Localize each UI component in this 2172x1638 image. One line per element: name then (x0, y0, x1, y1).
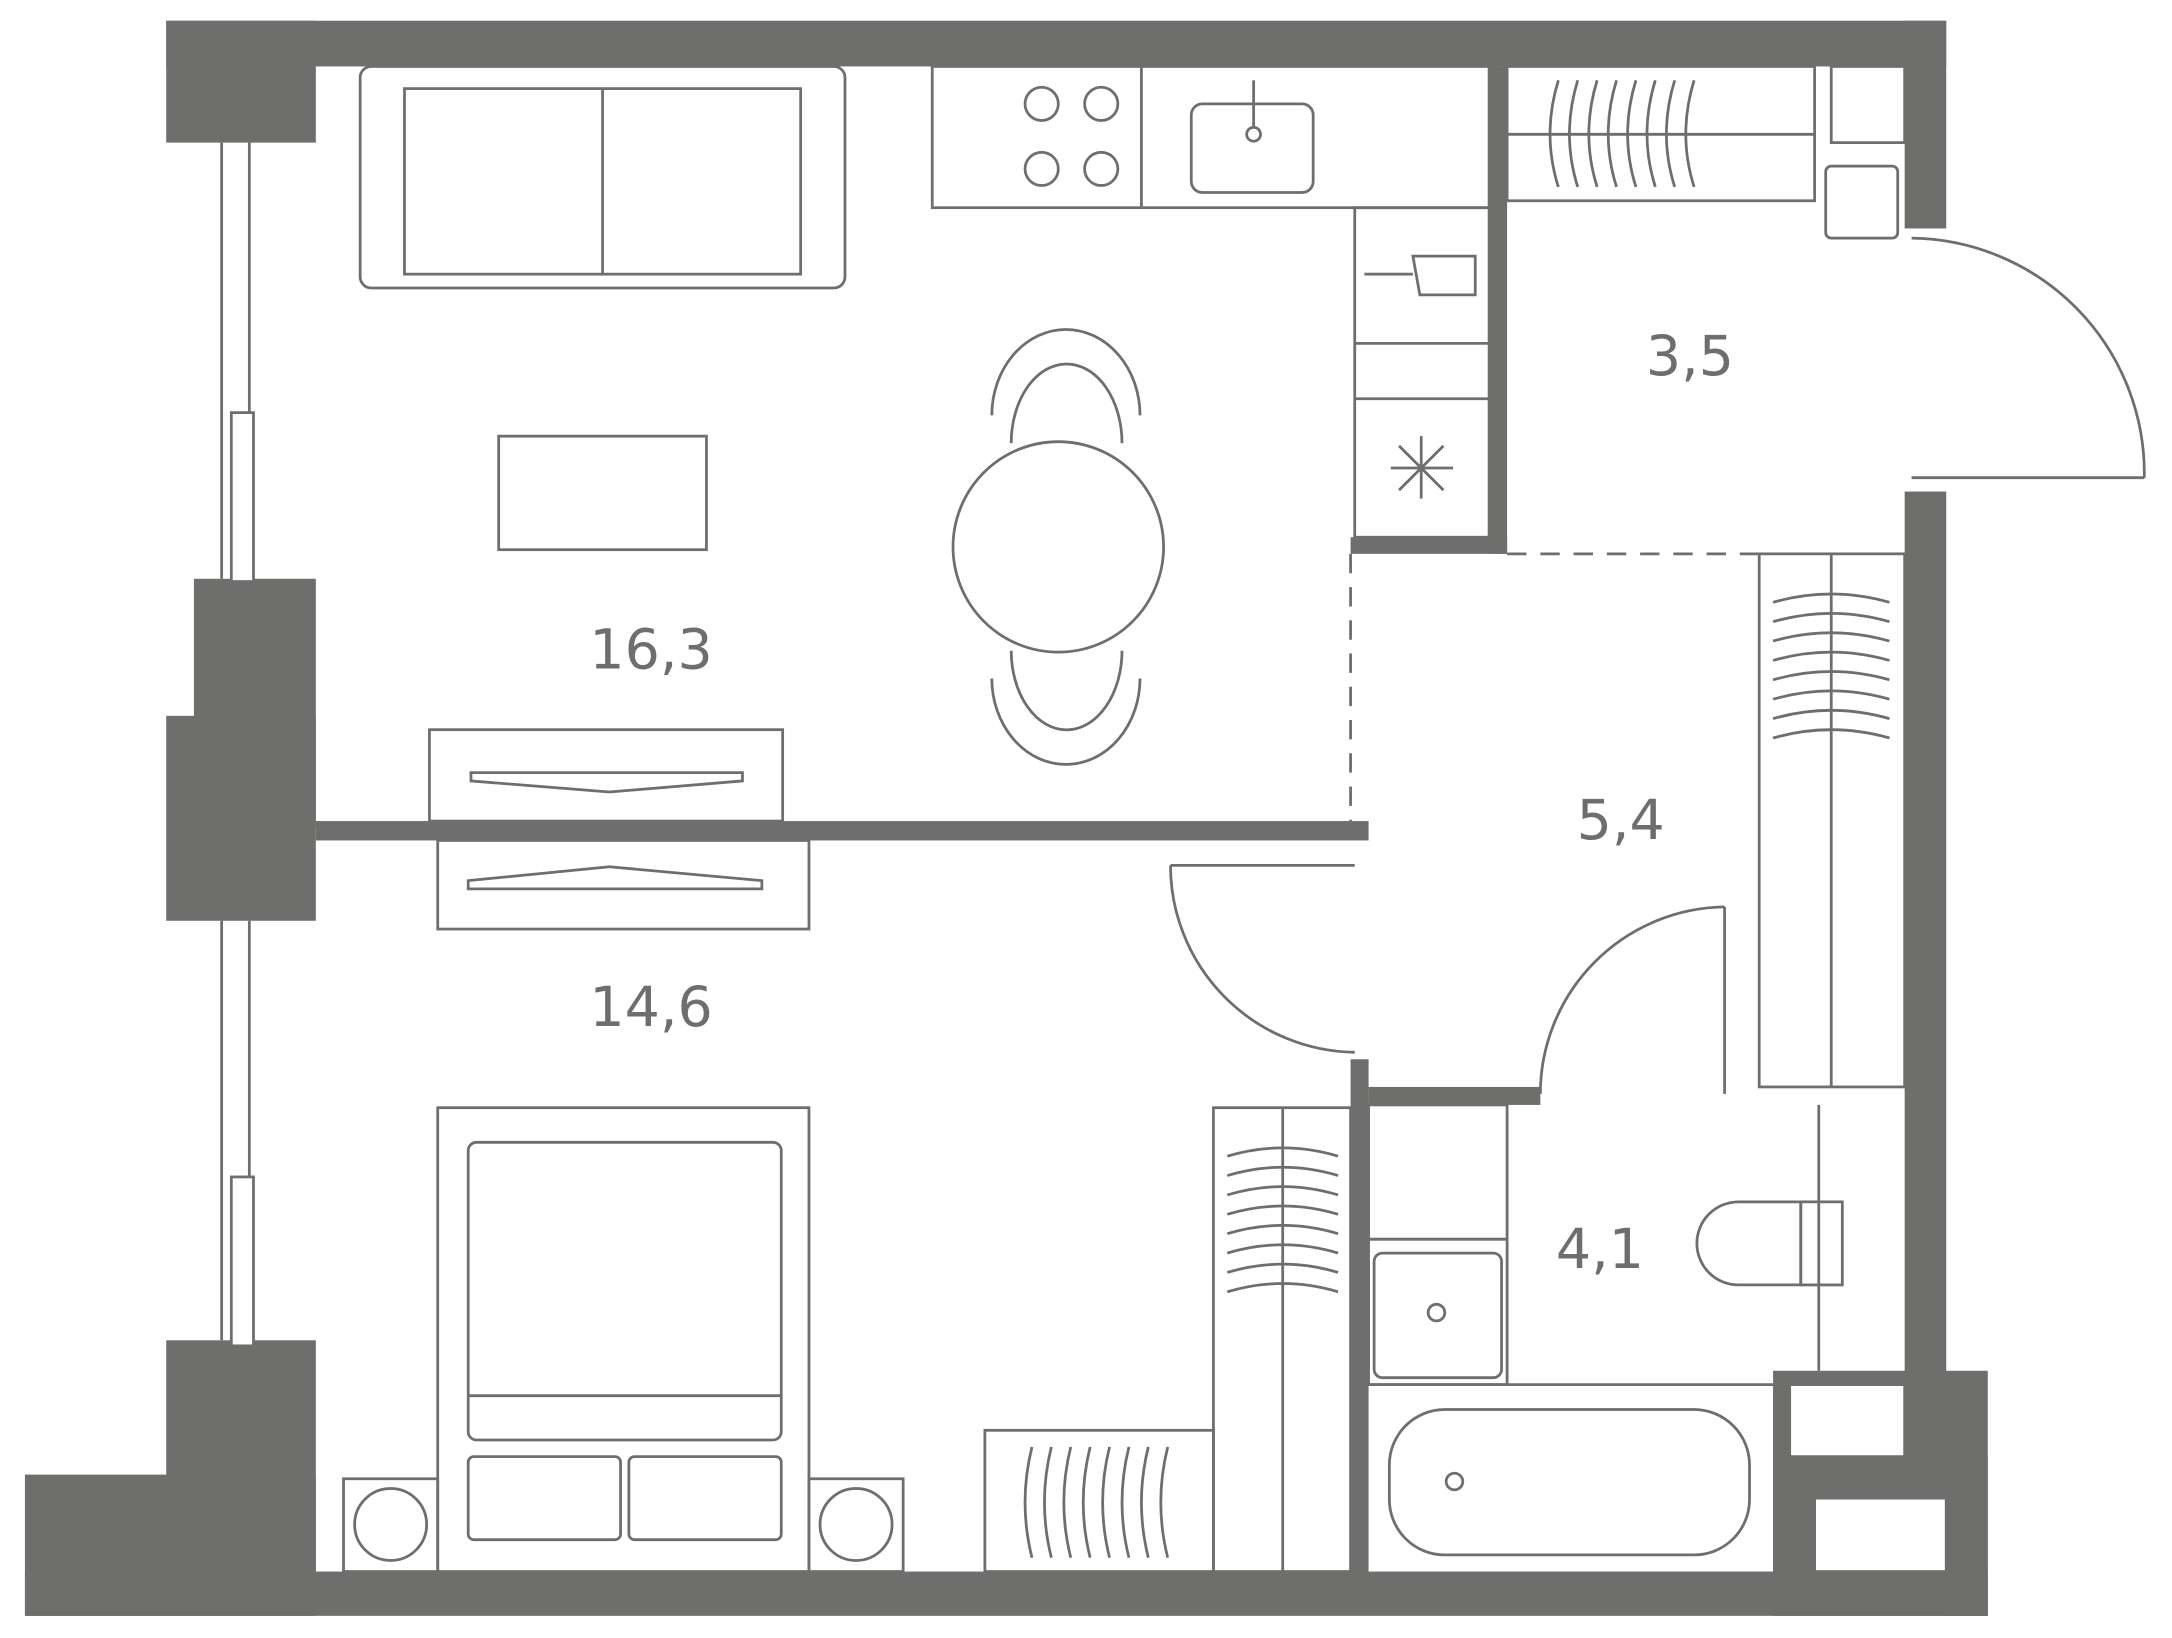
hanger-mark (1606, 79, 1618, 188)
hanger-mark (1226, 1165, 1339, 1177)
area-label-bedroom: 14,6 (589, 976, 712, 1040)
bathtub-icon (1387, 1408, 1751, 1557)
fridge-icon (1390, 436, 1454, 499)
hanger-mark (1062, 1446, 1073, 1559)
hanger-mark (1226, 1146, 1339, 1158)
hanger-mark (1023, 1446, 1034, 1559)
hanger-mark (1043, 1446, 1053, 1559)
wardrobe-bedroom (983, 1106, 1352, 1573)
doors (1169, 236, 2146, 1094)
hanger-mark (1226, 1262, 1339, 1274)
hanger-mark (1081, 1446, 1092, 1559)
wardrobe-hallway (1757, 552, 1907, 1089)
dining-table (951, 328, 1165, 766)
hanger-mark (1159, 1446, 1170, 1559)
area-label-bathroom: 4,1 (1556, 1218, 1644, 1282)
walls (24, 20, 1988, 1616)
hanger-mark (1226, 1204, 1339, 1216)
hanger-mark (1772, 728, 1890, 740)
hanger-mark (1772, 592, 1890, 604)
wardrobe-entrance (1505, 65, 1900, 240)
stove-icon (1023, 85, 1060, 122)
kitchen (930, 65, 1491, 539)
hanger-mark (1665, 79, 1677, 188)
tv-consoles (428, 728, 811, 931)
hanger-mark (1772, 689, 1890, 701)
hanger-mark (1226, 1243, 1339, 1255)
hanger-mark (1587, 79, 1599, 188)
hanger-mark (1226, 1224, 1339, 1236)
bathroom-fixtures (1367, 1103, 1844, 1557)
toilet-icon (1695, 1200, 1803, 1287)
hanger-mark (1120, 1446, 1131, 1559)
hanger-mark (1772, 650, 1890, 662)
hanger-mark (1772, 612, 1890, 624)
washbasin-icon (1372, 1251, 1503, 1380)
hanger-mark (1772, 631, 1890, 643)
bed (342, 1106, 905, 1573)
coffee-table (497, 434, 708, 552)
hanger-mark (1772, 708, 1890, 720)
area-label-entrance: 3,5 (1646, 325, 1734, 389)
hanger-mark (1568, 79, 1580, 188)
hanger-mark (1226, 1282, 1339, 1294)
hanger-mark (1548, 79, 1560, 188)
area-label-hallway: 5,4 (1577, 789, 1665, 853)
hanger-mark (1101, 1446, 1111, 1559)
hanger-mark (1645, 79, 1657, 188)
hanger-mark (1140, 1446, 1150, 1559)
sofa (358, 65, 847, 290)
hanger-mark (1226, 1185, 1339, 1197)
area-label-living-kitchen: 16,3 (589, 619, 712, 683)
hanger-mark (1772, 670, 1890, 682)
hanger-mark (1684, 79, 1696, 188)
windows (220, 142, 255, 1348)
hanger-mark (1626, 79, 1638, 188)
